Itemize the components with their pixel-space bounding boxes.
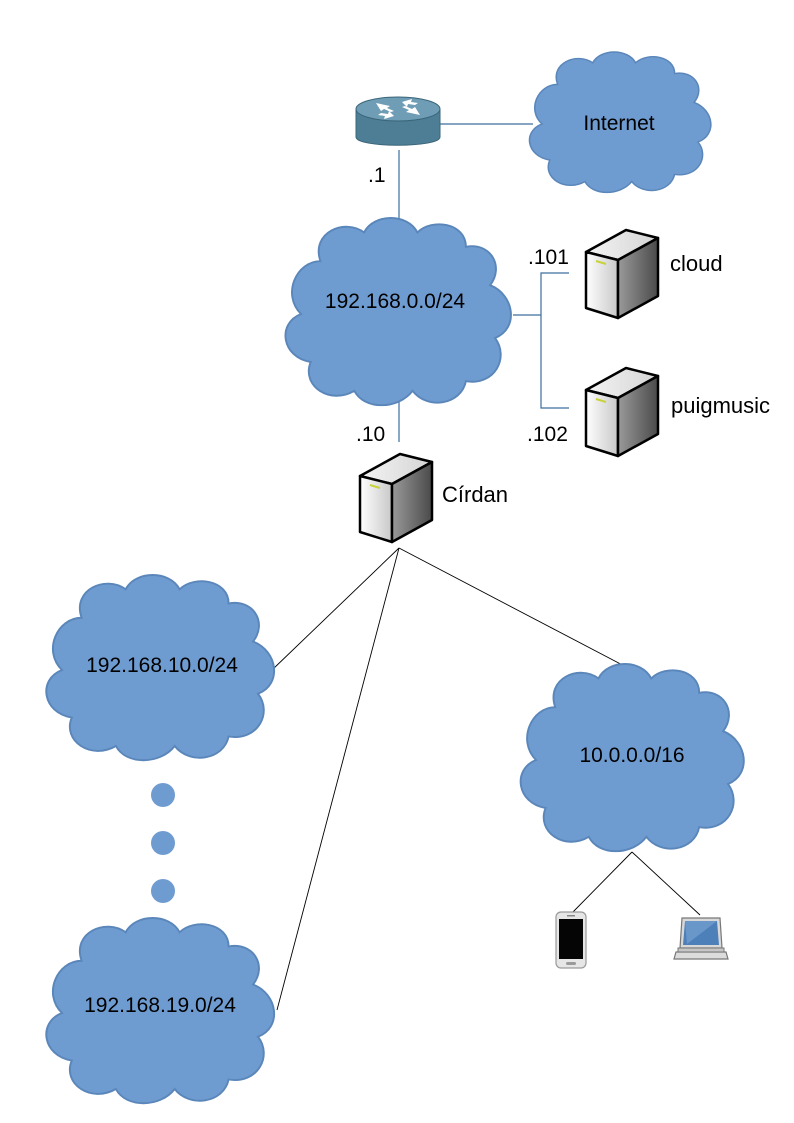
cloud-address: .101 [528,246,569,269]
subnet19-cloud-label: 192.168.19.0/24 [84,994,236,1017]
lan-servers-link [540,272,569,409]
laptop-icon [673,917,729,960]
server-cloud-icon [584,228,660,320]
wifi-laptop-link [631,851,701,916]
server-puigmusic-icon [584,366,660,458]
ellipsis-dot [151,783,175,807]
wifi-cloud-label: 10.0.0.0/16 [579,744,684,767]
server-puigmusic-label: puigmusic [671,393,770,418]
cirdan-subnet19-link [276,547,400,1011]
wifi-phone-link [569,851,633,916]
server-cloud-label: cloud [670,251,723,276]
puigmusic-address: .102 [527,423,568,446]
cirdan-address: .10 [356,423,385,446]
more-subnets-ellipsis [151,783,175,903]
ellipsis-dot [151,879,175,903]
ellipsis-dot [151,831,175,855]
router-address: .1 [368,164,386,187]
subnet10-cloud-label: 192.168.10.0/24 [86,654,238,677]
internet-label: Internet [583,112,654,135]
cirdan-wifi-link [398,547,633,671]
cirdan-subnet10-link [271,547,400,671]
router-icon [355,96,441,146]
lan-cloud-label: 192.168.0.0/24 [325,290,465,313]
smartphone-icon [555,911,587,969]
connection-links [271,123,701,1011]
server-cirdan-label: Círdan [442,482,508,507]
server-cirdan-icon [358,452,434,544]
